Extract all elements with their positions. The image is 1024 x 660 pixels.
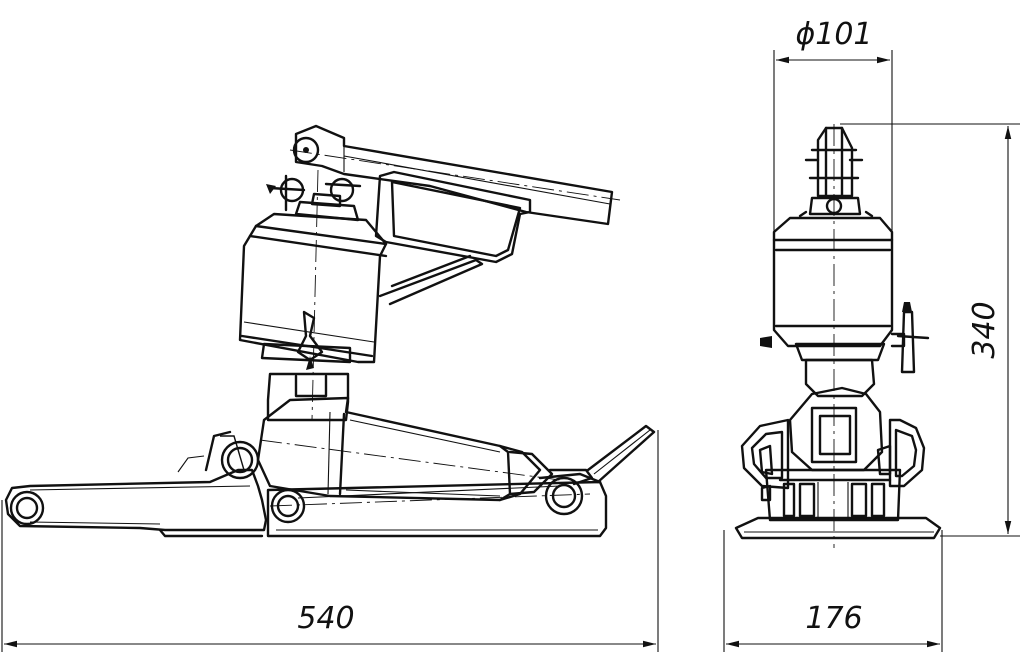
wing-nut bbox=[296, 310, 324, 370]
base-centerline bbox=[269, 493, 591, 507]
handle-linkage bbox=[266, 136, 362, 212]
overall-length-label: 540 bbox=[297, 601, 354, 636]
dimension-reservoir-diameter: ϕ101 bbox=[773, 17, 893, 236]
handle-centerline bbox=[289, 149, 621, 201]
arm-pivot-pin bbox=[220, 440, 260, 480]
base-width-label: 176 bbox=[805, 601, 862, 636]
front-ram bbox=[788, 386, 884, 472]
dimensions: 540 176 340 ϕ101 bbox=[1, 17, 1020, 652]
arm-end-pin bbox=[9, 490, 45, 526]
reservoir-bracket bbox=[378, 254, 484, 306]
front-neck bbox=[794, 342, 886, 398]
base-arm bbox=[4, 430, 268, 538]
pump-handle bbox=[294, 124, 614, 226]
ram-centerline bbox=[259, 439, 561, 481]
side-view bbox=[4, 124, 656, 538]
front-view bbox=[734, 124, 942, 548]
dimension-base-width: 176 bbox=[723, 530, 943, 652]
reservoir-diameter-label: ϕ101 bbox=[795, 17, 872, 52]
hydraulic-cylinder bbox=[256, 396, 594, 502]
reservoir-centerline bbox=[311, 169, 319, 421]
front-lower-block bbox=[758, 444, 902, 522]
dimension-total-height: 340 bbox=[840, 123, 1020, 537]
front-bracket bbox=[740, 418, 926, 490]
front-base-plate bbox=[734, 516, 942, 540]
dimension-overall-length: 540 bbox=[1, 430, 659, 652]
handle-socket bbox=[374, 170, 532, 264]
front-reservoir bbox=[772, 216, 894, 348]
front-release-valve bbox=[760, 302, 930, 374]
release-pedal bbox=[586, 424, 656, 484]
front-top-linkage bbox=[798, 126, 874, 218]
base-plate bbox=[266, 472, 608, 538]
pump-column bbox=[260, 342, 352, 422]
total-height-label: 340 bbox=[967, 301, 1002, 358]
